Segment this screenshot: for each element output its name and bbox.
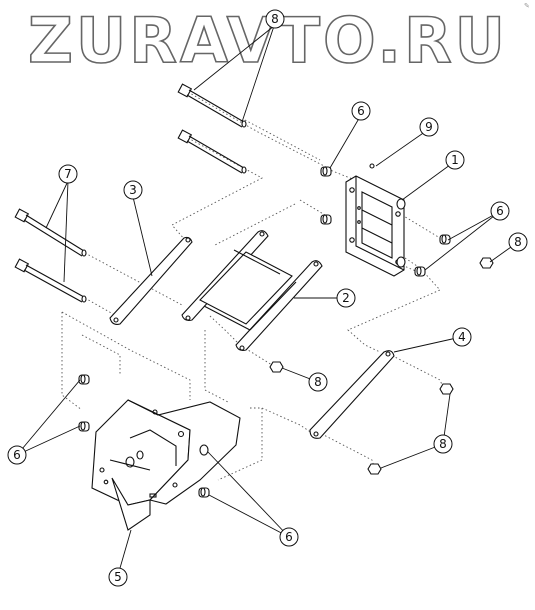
bushing — [414, 266, 426, 277]
callout-7-left: 7 — [58, 164, 78, 184]
callout-label: 8 — [271, 12, 279, 26]
bushing — [78, 421, 90, 432]
assembly-lines — [61, 91, 446, 481]
bolt-left-lower — [14, 258, 87, 303]
pin-9 — [369, 163, 375, 169]
callout-label: 6 — [496, 204, 504, 218]
callout-1: 1 — [445, 150, 465, 170]
callout-5: 5 — [108, 567, 128, 587]
bushings — [78, 166, 451, 498]
callout-9: 9 — [419, 117, 439, 137]
callout-2: 2 — [336, 288, 356, 308]
callout-label: 8 — [514, 235, 522, 249]
mount-plate-1 — [345, 175, 406, 277]
corner-mark: ✎ — [524, 2, 530, 10]
callout-label: 6 — [285, 530, 293, 544]
bushing — [78, 374, 90, 385]
ladder-frame-2 — [181, 230, 323, 351]
callout-7-top: 8 — [265, 9, 285, 29]
callout-label: 3 — [129, 183, 137, 197]
callout-label: 8 — [439, 437, 447, 451]
bolt-top-upper — [177, 83, 247, 128]
nut — [479, 257, 494, 269]
callout-6-top: 6 — [351, 101, 371, 121]
bushing — [198, 487, 210, 498]
callout-8-middle: 8 — [308, 372, 328, 392]
callout-3: 3 — [123, 180, 143, 200]
bushing — [320, 166, 332, 177]
callout-4: 4 — [452, 327, 472, 347]
callout-8-right: 8 — [508, 232, 528, 252]
link-bar-4 — [309, 350, 395, 439]
callout-label: 5 — [114, 570, 122, 584]
callout-label: 1 — [451, 153, 459, 167]
callout-label: 6 — [13, 448, 21, 462]
callout-label: 4 — [458, 330, 466, 344]
callout-6-bottom: 6 — [279, 527, 299, 547]
callout-label: 7 — [64, 167, 72, 181]
nut — [439, 383, 454, 395]
callout-label: 8 — [314, 375, 322, 389]
nut — [269, 361, 284, 373]
callout-label: 2 — [342, 291, 350, 305]
bolt-left-upper — [14, 208, 87, 257]
leader-lines — [16, 25, 519, 576]
callout-label: 6 — [357, 104, 365, 118]
bolt-top-lower — [177, 129, 247, 174]
link-bar-3 — [109, 236, 193, 325]
bushing — [439, 234, 451, 245]
callout-6-left: 6 — [7, 445, 27, 465]
nuts — [269, 257, 494, 475]
callout-label: 9 — [425, 120, 433, 134]
callout-6-right: 6 — [490, 201, 510, 221]
bushing — [320, 214, 332, 225]
callouts: 8 6 9 1 7 3 6 8 — [7, 9, 528, 587]
nut — [367, 463, 382, 475]
bracket-5 — [91, 399, 241, 531]
callout-8-lower: 8 — [433, 434, 453, 454]
